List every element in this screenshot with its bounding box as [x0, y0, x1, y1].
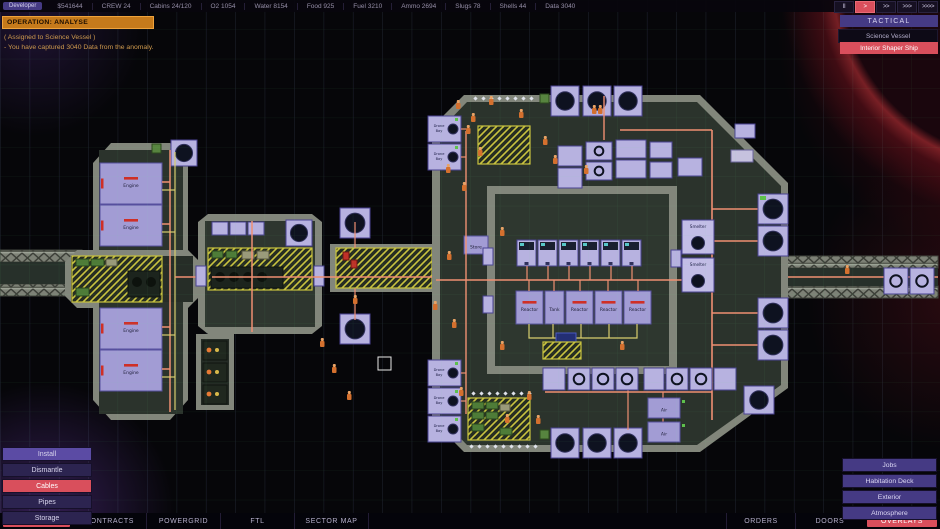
resource-o2: O2 1054: [200, 2, 245, 10]
crew-member[interactable]: [592, 105, 597, 114]
crew-member[interactable]: [500, 341, 505, 350]
resource-slugs: Slugs 78: [445, 2, 489, 10]
operation-line-captured: - You have captured 3040 Data from the a…: [4, 43, 154, 51]
speed-3-button[interactable]: >>>: [897, 1, 917, 13]
crew-member[interactable]: [347, 391, 352, 400]
developer-badge[interactable]: Developer: [3, 2, 43, 10]
exterior-button[interactable]: Exterior: [842, 490, 937, 504]
crew-member[interactable]: [456, 100, 461, 109]
tab-doors[interactable]: DOORS: [795, 513, 864, 529]
tab-ftl[interactable]: FTL: [221, 513, 295, 529]
bottom-bar-spacer: [369, 513, 726, 529]
crew-member[interactable]: [489, 96, 494, 105]
atmosphere-button[interactable]: Atmosphere: [842, 506, 937, 520]
resource-shells: Shells 44: [489, 2, 536, 10]
crew-member[interactable]: [505, 414, 510, 423]
bottom-tab-bar: CONSTRUCTION CONTRACTS POWERGRID FTL SEC…: [0, 513, 940, 529]
job-marker-row: [469, 444, 538, 449]
resource-crew: CREW 24: [91, 2, 140, 10]
pause-button[interactable]: II: [834, 1, 854, 13]
resource-bar: Developer $541644 CREW 24 Cabins 24/120 …: [0, 0, 940, 12]
pipes-button[interactable]: Pipes: [2, 495, 92, 509]
resource-data: Data 3040: [535, 2, 584, 10]
crew-member[interactable]: [584, 165, 589, 174]
ship-select-interior-shaper-ship[interactable]: Interior Shaper Ship: [840, 42, 938, 54]
ship-select-science-vessel[interactable]: Science Vessel: [838, 29, 938, 43]
tactical-button[interactable]: TACTICAL: [840, 15, 938, 27]
operation-panel: OPERATION: ANALYSE ( Assigned to Science…: [2, 16, 154, 52]
speed-4-button[interactable]: >>>>: [918, 1, 938, 13]
storage-button[interactable]: Storage: [2, 511, 92, 525]
habitation-deck-button[interactable]: Habitation Deck: [842, 474, 937, 488]
crew-member[interactable]: [459, 387, 464, 396]
operation-title: OPERATION: ANALYSE: [2, 16, 154, 29]
crew-member[interactable]: [446, 164, 451, 173]
crew-member[interactable]: [320, 338, 325, 347]
crew-member[interactable]: [452, 319, 457, 328]
crew-member[interactable]: [462, 182, 467, 191]
operation-line-assigned: ( Assigned to Science Vessel ): [4, 34, 96, 41]
resource-fuel: Fuel 3210: [343, 2, 391, 10]
crew-member[interactable]: [332, 364, 337, 373]
jobs-button[interactable]: Jobs: [842, 458, 937, 472]
resource-money: $541644: [57, 2, 83, 10]
crew-member[interactable]: [353, 295, 358, 304]
crew-member[interactable]: [845, 265, 850, 274]
crew-member[interactable]: [466, 125, 471, 134]
overlay-tools: Jobs Habitation Deck Exterior Atmosphere: [842, 458, 937, 522]
resource-cabins: Cabins 24/120: [139, 2, 201, 10]
tab-powergrid[interactable]: POWERGRID: [147, 513, 221, 529]
crew-member[interactable]: [519, 109, 524, 118]
tab-sector-map[interactable]: SECTOR MAP: [295, 513, 369, 529]
crew-member[interactable]: [447, 251, 452, 260]
crew-member[interactable]: [620, 341, 625, 350]
speed-2-button[interactable]: >>: [876, 1, 896, 13]
crew-member[interactable]: [500, 227, 505, 236]
tab-orders[interactable]: ORDERS: [726, 513, 795, 529]
resource-food: Food 925: [296, 2, 343, 10]
crew-member[interactable]: [527, 391, 532, 400]
crew-member[interactable]: [478, 147, 483, 156]
install-button[interactable]: Install: [2, 447, 92, 461]
crew-member[interactable]: [543, 136, 548, 145]
crew-member[interactable]: [433, 301, 438, 310]
operation-body: ( Assigned to Science Vessel ) - You hav…: [2, 33, 154, 52]
resource-ammo: Ammo 2694: [391, 2, 445, 10]
construction-tools: Install Dismantle Cables Pipes Storage: [2, 447, 92, 527]
dismantle-button[interactable]: Dismantle: [2, 463, 92, 477]
crew-member[interactable]: [536, 415, 541, 424]
speed-controls: II > >> >>> >>>>: [834, 1, 938, 13]
crew-member[interactable]: [598, 105, 603, 114]
crew-member[interactable]: [553, 155, 558, 164]
play-button[interactable]: >: [855, 1, 875, 13]
tab-contracts[interactable]: CONTRACTS: [73, 513, 147, 529]
cables-button[interactable]: Cables: [2, 479, 92, 493]
crew-member[interactable]: [471, 113, 476, 122]
resource-water: Water 8154: [244, 2, 296, 10]
